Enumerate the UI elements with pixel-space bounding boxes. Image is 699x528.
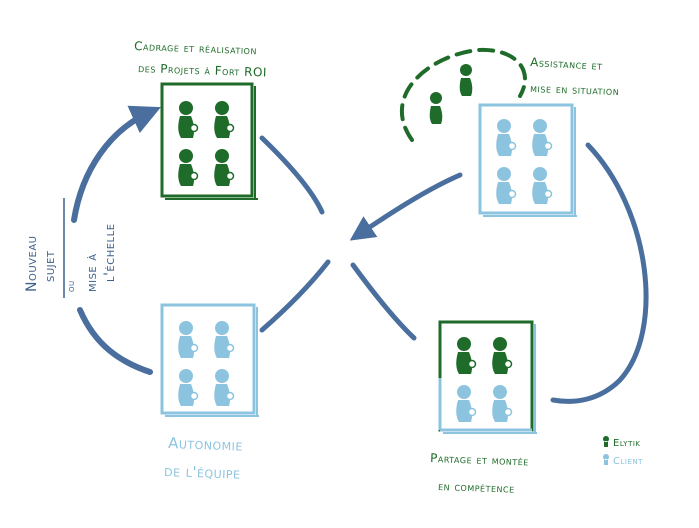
person-icon (214, 369, 235, 406)
arc-figures (429, 64, 473, 124)
side-label-nouveau: Nouveau (24, 236, 40, 292)
legend-label-client: Client (613, 456, 643, 467)
box-bottom-right (438, 320, 537, 434)
label-top-left-line2: des Projets à Fort ROI (138, 61, 267, 79)
person-icon (214, 101, 235, 138)
person-icon (603, 454, 610, 465)
person-icon (178, 369, 199, 406)
people-group (456, 337, 513, 422)
person-icon (214, 149, 235, 186)
person-icon (496, 167, 517, 204)
side-label: Nouveau sujet ou mise à l'échelle (24, 198, 118, 298)
person-icon (214, 321, 235, 358)
legend-label-elytik: Elytik (613, 438, 641, 449)
person-icon (178, 149, 199, 186)
box-top-left (160, 82, 258, 200)
person-icon (456, 337, 477, 374)
dashed-arc (399, 47, 527, 142)
label-top-right-line1: Assistance et (530, 55, 603, 73)
label-bottom-left-line2: de l'équipe (164, 462, 241, 483)
legend: Elytik Client (603, 436, 643, 467)
people-group (496, 119, 553, 204)
people-group (178, 321, 235, 406)
arrow-left-lower (77, 307, 153, 375)
person-icon (178, 101, 199, 138)
side-label-sujet: sujet (42, 250, 58, 282)
label-top-left-line1: Cadrage et réalisation (134, 39, 257, 57)
arrow-center-lower-left (259, 259, 331, 333)
legend-item-elytik: Elytik (603, 436, 640, 449)
arrow-center-lower-right (350, 262, 417, 341)
side-label-or: ou (66, 280, 77, 292)
label-bottom-right-line1: Partage et montée (430, 451, 529, 468)
arrow-right-loop (550, 142, 649, 404)
person-icon (496, 119, 517, 156)
label-bottom-right-line2: en compétence (438, 479, 515, 496)
arrow-center-upper-left (259, 135, 325, 215)
arrow-left-upper (71, 105, 161, 223)
person-icon (532, 119, 553, 156)
arrow-center-upper-right (349, 172, 463, 241)
people-group (178, 101, 235, 186)
person-icon (492, 337, 513, 374)
cycle-arrows (71, 105, 649, 404)
label-top-right-line2: mise en situation (530, 81, 620, 98)
side-label-echelle: l'échelle (102, 223, 118, 282)
person-icon (178, 321, 199, 358)
person-icon (532, 167, 553, 204)
box-top-right (478, 103, 577, 217)
side-label-mise: mise à (84, 253, 100, 292)
legend-item-client: Client (603, 454, 643, 467)
person-icon (459, 64, 473, 96)
label-bottom-left-line1: Autonomie (168, 434, 243, 455)
box-bottom-left (160, 303, 259, 417)
person-icon (492, 385, 513, 422)
person-icon (456, 385, 477, 422)
person-icon (603, 436, 610, 447)
person-icon (429, 92, 443, 124)
